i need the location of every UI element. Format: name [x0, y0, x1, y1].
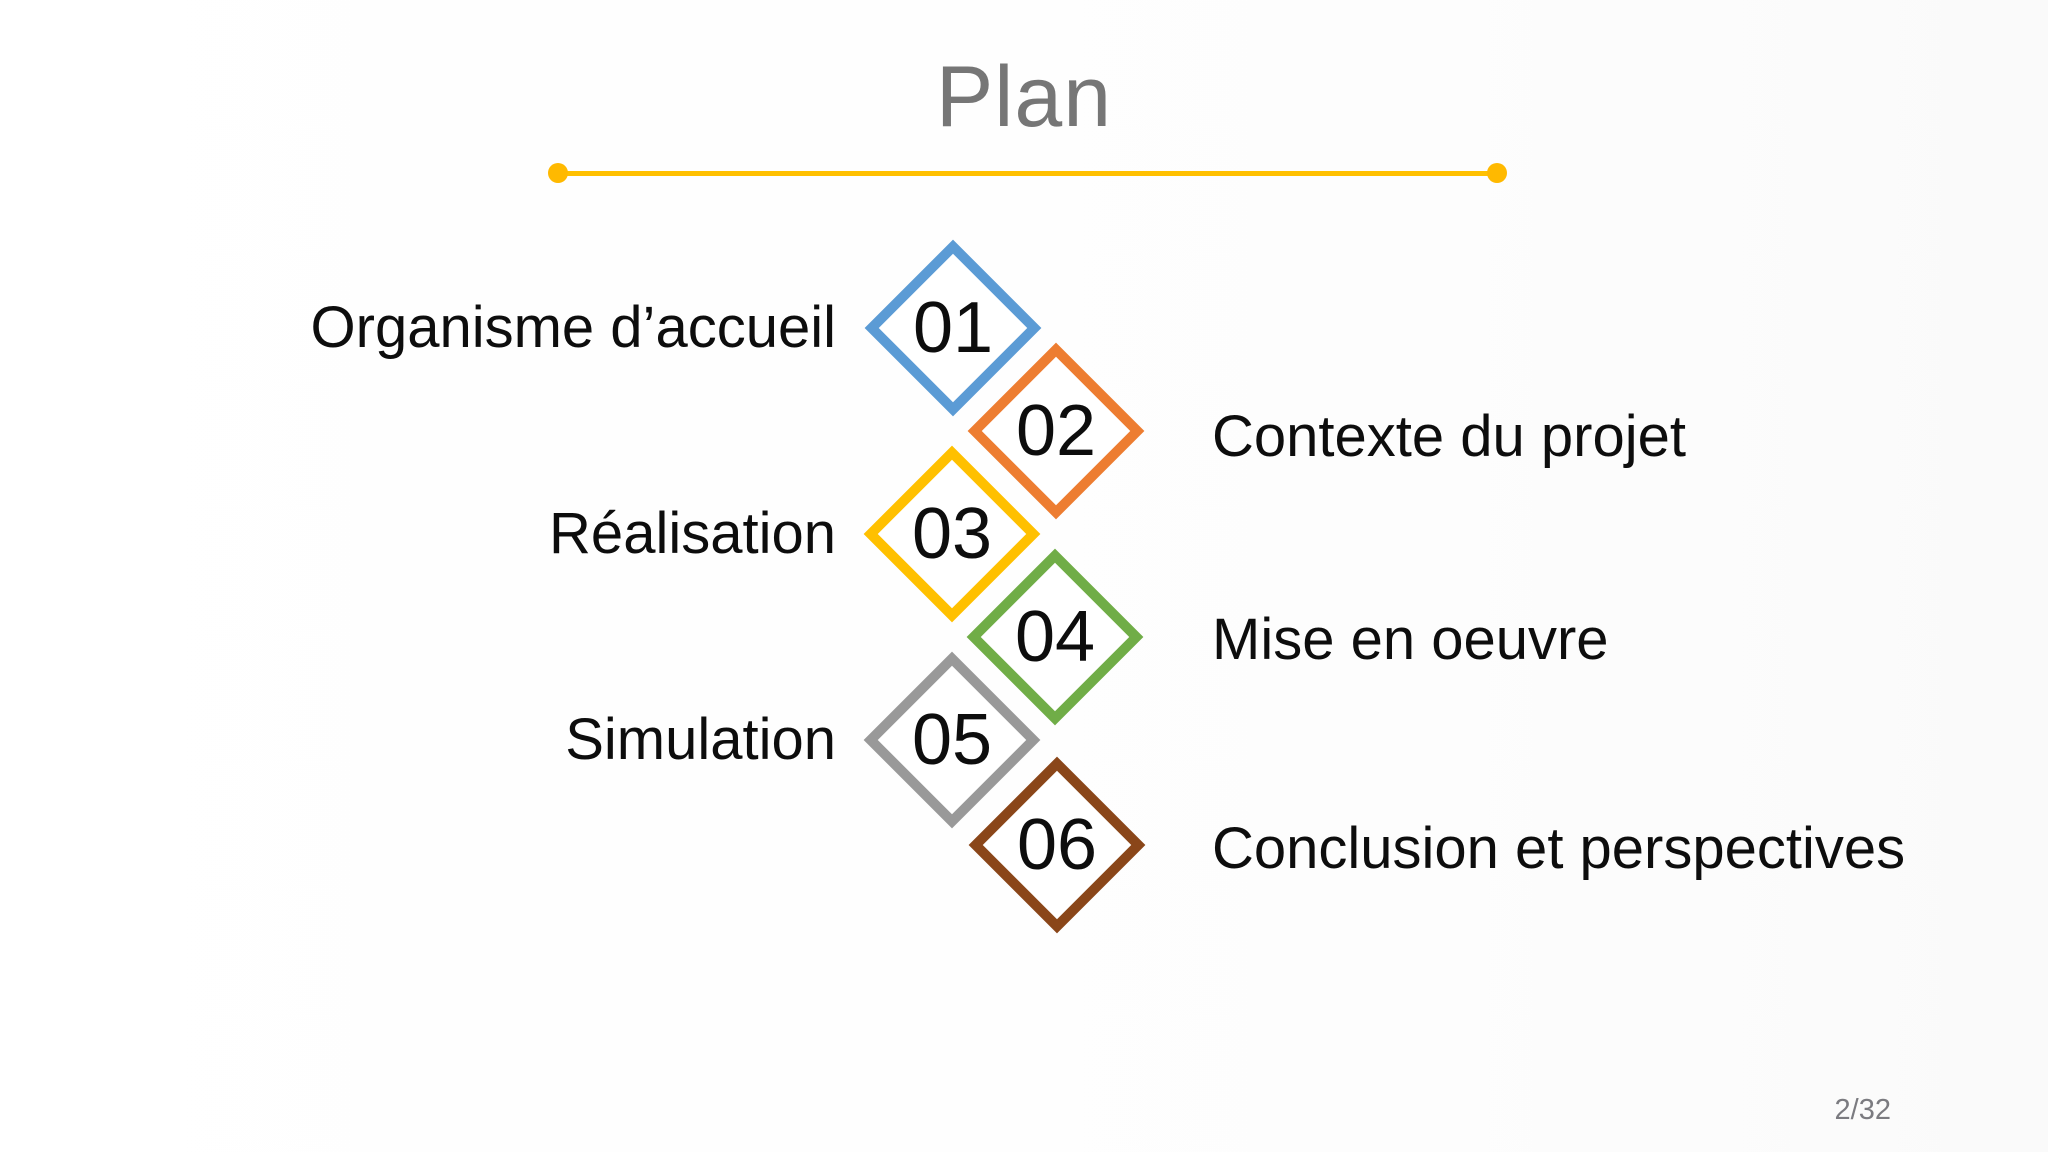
slide-title: Plan	[935, 49, 1113, 145]
item-05-number: 05	[911, 700, 993, 780]
item-03-label: Réalisation	[549, 501, 836, 567]
page-number: 2/32	[1834, 1094, 1891, 1126]
underline-right-dot-icon	[1487, 163, 1507, 183]
item-01-label: Organisme d’accueil	[310, 295, 836, 361]
underline-left-dot-icon	[548, 163, 568, 183]
item-05-label: Simulation	[565, 707, 836, 773]
item-01-number: 01	[912, 288, 994, 368]
item-04-number: 04	[1014, 597, 1096, 677]
item-06-label: Conclusion et perspectives	[1212, 816, 1906, 882]
item-02-number: 02	[1015, 391, 1097, 471]
title-underline	[558, 171, 1497, 176]
item-03-number: 03	[911, 494, 993, 574]
item-02-label: Contexte du projet	[1212, 404, 1686, 470]
item-06-number: 06	[1016, 805, 1098, 885]
item-04-label: Mise en oeuvre	[1212, 607, 1609, 673]
